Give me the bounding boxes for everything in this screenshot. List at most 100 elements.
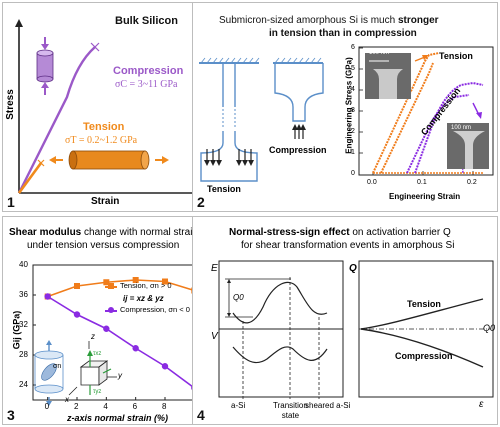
p4-title-rest: on activation barrier Q xyxy=(349,227,451,238)
p3-compression-line xyxy=(47,295,195,389)
p1-compression-cylinder xyxy=(36,37,54,95)
p3-legend-tension: Tension, σn > 0 xyxy=(105,281,209,292)
p3-ylabel: Gij (GPa) xyxy=(11,310,22,350)
p2-title-line1: Submicron-sized amorphous Si is much str… xyxy=(219,15,439,26)
p3-xtick-label: 2 xyxy=(74,402,79,411)
p1-tension-formula: σT = 0.2~1.2 GPa xyxy=(65,135,138,146)
p3-compression-point xyxy=(44,293,51,300)
panel1-graphic xyxy=(15,19,205,197)
p4-transition-line2: state xyxy=(281,411,300,420)
p3-ytick-label: 32 xyxy=(19,320,28,329)
p1-y-label: Stress xyxy=(4,89,16,120)
p4-title-line2: for shear transformation events in amorp… xyxy=(241,240,455,251)
p3-xtick-label: 6 xyxy=(132,402,138,411)
p1-tension-curve xyxy=(17,162,43,194)
panel-bulk-silicon: Bulk Silicon Stress Strain Compression σ… xyxy=(2,2,222,212)
p4-label-a-si: a-Si xyxy=(231,401,246,410)
p4-number: 4 xyxy=(197,407,205,423)
p3-title-line2: under tension versus compression xyxy=(27,240,180,251)
panel-activation-barrier: Normal-stress-sign effect on activation … xyxy=(192,216,498,425)
p3-tension-point xyxy=(74,283,80,289)
p4-compression-curve xyxy=(360,328,484,368)
p3-ytick-label: 28 xyxy=(19,350,28,359)
p3-tension-point xyxy=(132,277,139,283)
panel-submicron-si: Submicron-sized amorphous Si is much str… xyxy=(192,2,498,212)
panel4-graphic xyxy=(218,260,494,399)
p2-xtick-0: 0.0 xyxy=(367,179,377,186)
p2-ytick-2: 2 xyxy=(351,128,355,135)
p4-tension-label: Tension xyxy=(407,299,441,309)
p2-xtick-1: 0.1 xyxy=(417,179,427,186)
p3-title-bold: Shear modulus xyxy=(9,227,82,238)
p2-sem-tension-inset xyxy=(365,53,411,99)
p1-compression-label: Compression xyxy=(113,65,184,77)
p4-epsilon: ε xyxy=(479,399,484,410)
p3-tension-line xyxy=(47,279,195,298)
p1-tension-cylinder xyxy=(49,150,169,170)
p1-number: 1 xyxy=(7,194,15,210)
p4-Q0: Q0 xyxy=(233,293,244,302)
p3-ytick-label: 40 xyxy=(19,260,28,269)
p3-legend-compression: Compression, σn < 0 xyxy=(105,305,209,316)
p2-compression-specimen xyxy=(273,57,324,139)
p2-xtick-2: 0.2 xyxy=(467,179,477,186)
panel2-graphic xyxy=(199,46,494,182)
p2-ytick-3: 3 xyxy=(351,107,355,114)
p2-number: 2 xyxy=(197,194,205,210)
p4-title-line1: Normal-stress-sign effect on activation … xyxy=(229,227,451,238)
p1-compression-formula: σC = 3~11 GPa xyxy=(115,79,178,90)
p4-label-transition: Transition state xyxy=(273,401,308,421)
p4-energy-curve xyxy=(232,281,328,324)
p4-Q0-right: Q0 xyxy=(483,323,496,333)
p3-title-line1: Shear modulus change with normal strain xyxy=(9,227,198,238)
p3-ytick-label: 36 xyxy=(19,290,28,299)
p2-ytick-1: 1 xyxy=(351,149,355,156)
p2-xlabel: Engineering Strain xyxy=(389,192,461,201)
p2-scale-bar-1: 100 nm xyxy=(369,50,390,56)
p4-Q: Q xyxy=(349,263,357,274)
panel-shear-modulus: Shear modulus change with normal strain … xyxy=(2,216,222,425)
p3-specimen-diagram xyxy=(34,340,117,406)
p2-inset-tension: Tension xyxy=(439,51,473,61)
p2-sem-compression-inset xyxy=(447,123,489,169)
p1-tension-label: Tension xyxy=(83,121,125,133)
p3-tension-point xyxy=(162,278,168,285)
p3-xlabel: z-axis normal strain (%) xyxy=(67,413,169,423)
p1-tension-fracture-mark xyxy=(37,159,45,167)
p3-title-rest: change with normal strain xyxy=(81,227,198,238)
p4-title-bold: Normal-stress-sign effect xyxy=(229,227,350,238)
p1-x-label: Strain xyxy=(91,196,120,207)
p3-number: 3 xyxy=(7,407,15,423)
p3-legend: Tension, σn > 0 ij = xz & yz Compression… xyxy=(105,281,209,316)
p3-tau-yz: τyz xyxy=(93,389,102,395)
p1-compression-curve xyxy=(17,46,96,194)
p2-title-line2: in tension than in compression xyxy=(269,28,417,39)
p4-transition-line1: Transition xyxy=(273,401,308,410)
p4-E: E xyxy=(211,263,218,274)
p1-title: Bulk Silicon xyxy=(115,15,178,27)
p2-ytick-0: 0 xyxy=(351,170,355,177)
p2-ytick-6: 6 xyxy=(351,44,355,51)
p4-dashed-guides xyxy=(242,277,320,399)
p2-tension-label: Tension xyxy=(207,184,241,194)
p1-fracture-mark xyxy=(90,42,100,52)
p1-y-arrow xyxy=(15,19,23,27)
p2-tension-specimen xyxy=(199,57,260,182)
p3-legend-ij: ij = xz & yz xyxy=(123,294,164,303)
p2-ytick-5: 5 xyxy=(351,65,355,72)
p4-tension-curve xyxy=(360,298,484,330)
p2-scale-bar-2: 100 nm xyxy=(451,125,472,131)
p3-xtick-label: 0 xyxy=(44,402,50,411)
p4-compression-label: Compression xyxy=(395,351,453,361)
p3-xtick-label: 4 xyxy=(103,402,108,411)
p3-legend-tension-label: Tension, σn > 0 xyxy=(120,281,172,290)
p2-ylabel: Engineering Stress (GPa) xyxy=(344,57,354,154)
p3-compression-point xyxy=(103,325,110,332)
p3-tau-xz: τxz xyxy=(93,351,102,357)
p3-legend-compression-marker xyxy=(108,307,114,313)
p3-axis-x: x xyxy=(65,395,69,404)
p3-compression-point xyxy=(132,345,139,352)
p3-compression-point xyxy=(161,363,169,370)
p2-title-a: Submicron-sized amorphous Si is much xyxy=(219,15,398,26)
p2-title-b: stronger xyxy=(397,15,439,26)
